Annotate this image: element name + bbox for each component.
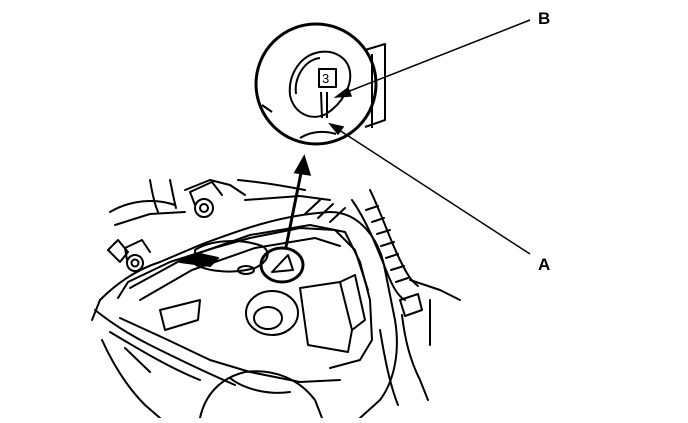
engine-assembly <box>91 179 461 419</box>
callout-b-label: B <box>538 9 550 28</box>
zoom-arrow <box>284 154 312 248</box>
callout-b-leader <box>333 19 531 98</box>
callout-a-label: A <box>538 255 550 274</box>
magnifier-circle <box>254 22 378 146</box>
mark-number: 3 <box>322 71 329 86</box>
detail-magnifier: 3 <box>254 22 386 146</box>
mark-number-box <box>318 68 337 88</box>
callout-a-leader <box>328 122 531 255</box>
